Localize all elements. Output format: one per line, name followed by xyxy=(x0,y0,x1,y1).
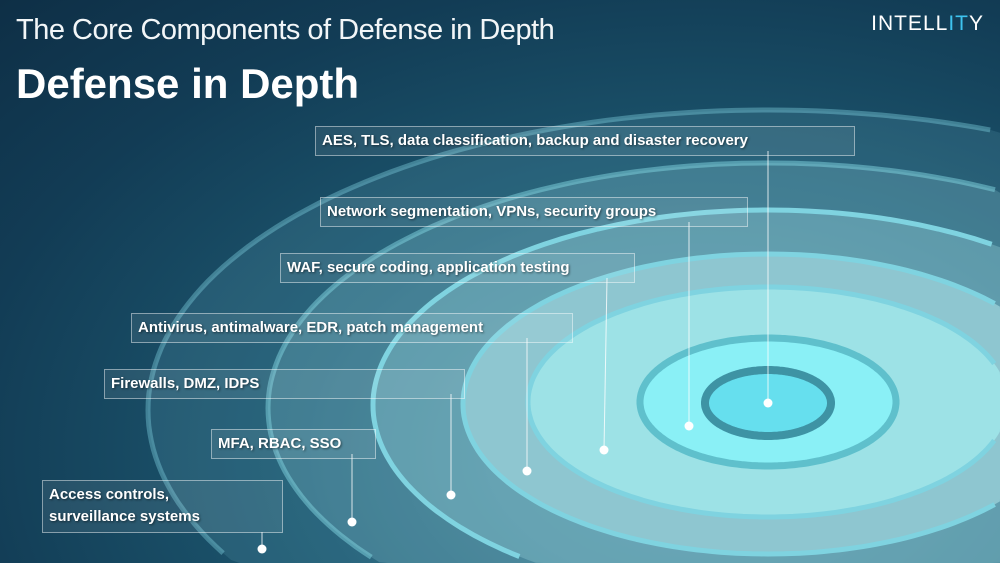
layer-label-endpoint: Antivirus, antimalware, EDR, patch manag… xyxy=(131,313,573,343)
layer-dot-endpoint xyxy=(522,466,532,476)
slide-title: Defense in Depth xyxy=(16,60,360,107)
ring-7 xyxy=(145,107,991,555)
logo-accent-text: IT xyxy=(948,12,969,35)
layer-label-data: AES, TLS, data classification, backup an… xyxy=(315,126,855,156)
layer-dot-data xyxy=(763,398,773,408)
layer-dot-physical xyxy=(257,544,267,554)
layer-label-physical: Access controls, surveillance systems xyxy=(42,480,283,533)
layer-dot-perimeter xyxy=(446,490,456,500)
ring-1 xyxy=(701,366,835,440)
layer-label-physical-line1: Access controls, xyxy=(49,486,170,503)
layer-dot-network xyxy=(684,421,694,431)
layer-dot-application xyxy=(599,445,609,455)
layer-label-physical-line2: surveillance systems xyxy=(49,508,200,525)
ring-5 xyxy=(370,207,993,559)
layer-dot-identity xyxy=(347,517,357,527)
ring-2 xyxy=(636,334,900,470)
layer-label-perimeter: Firewalls, DMZ, IDPS xyxy=(104,369,465,399)
layer-label-network: Network segmentation, VPNs, security gro… xyxy=(320,197,748,227)
ring-6 xyxy=(265,160,996,560)
logo-text: INTELL xyxy=(871,12,949,35)
ring-3 xyxy=(525,284,997,520)
connector-line-application xyxy=(603,277,608,451)
intellity-logo: INTELLITY xyxy=(871,12,984,36)
layer-label-application: WAF, secure coding, application testing xyxy=(280,253,635,283)
ring-4 xyxy=(460,251,996,557)
logo-text-end: Y xyxy=(968,12,984,35)
slide-subtitle: The Core Components of Defense in Depth xyxy=(16,14,555,46)
layer-label-identity: MFA, RBAC, SSO xyxy=(211,429,376,459)
